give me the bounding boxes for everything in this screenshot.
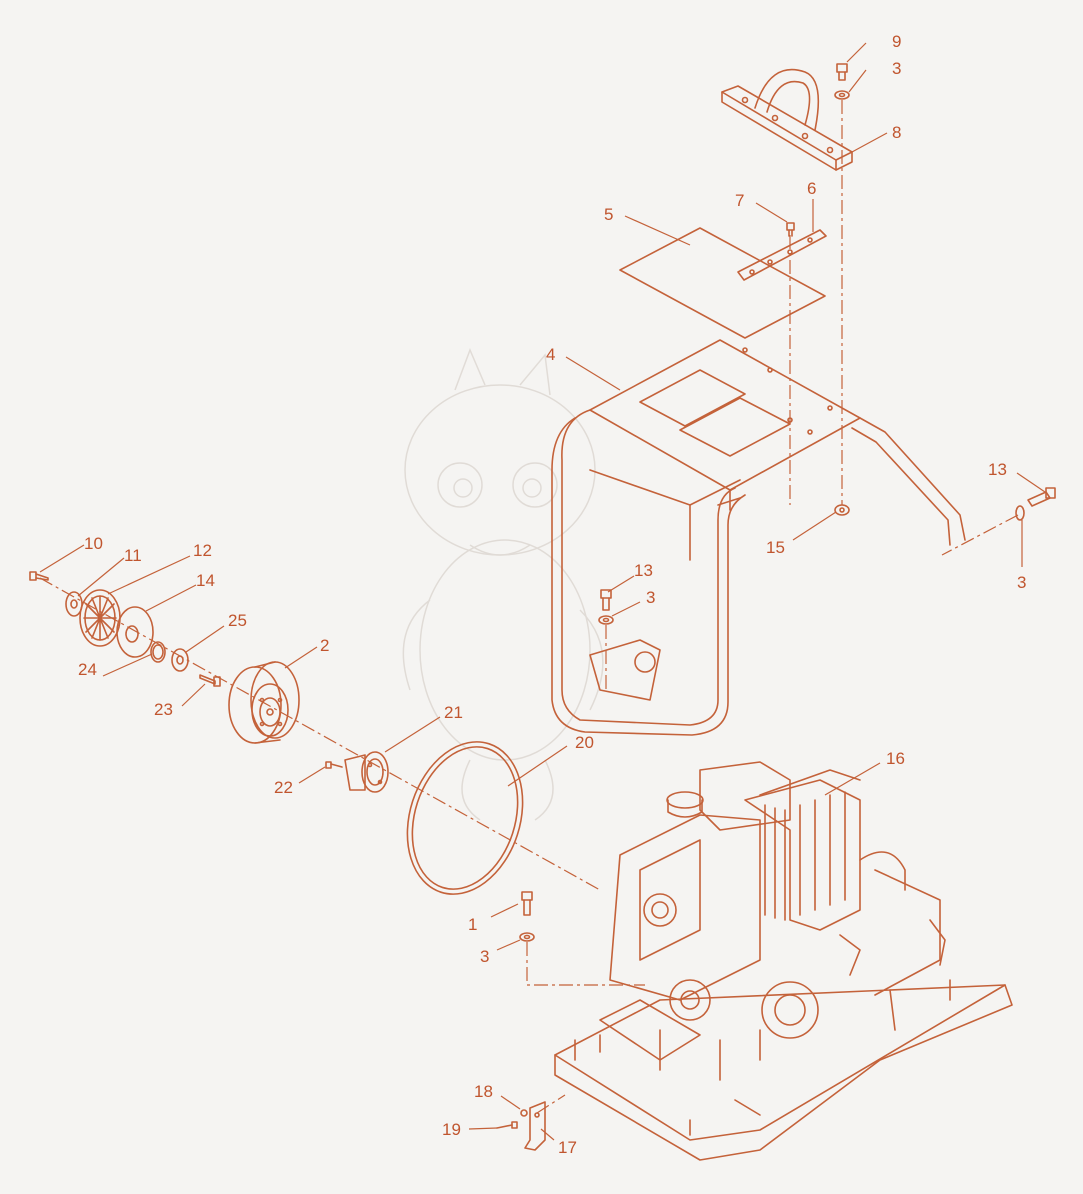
belt-20-part xyxy=(406,741,524,895)
callout-9: 9 xyxy=(892,32,901,51)
watermark-mascot xyxy=(402,347,604,821)
assembly-lines xyxy=(39,100,1019,1114)
nut-15-part xyxy=(834,504,850,516)
callout-19: 19 xyxy=(442,1120,461,1139)
callout-labels: 9 3 8 7 6 5 4 13 15 3 10 11 12 14 25 13 … xyxy=(78,32,1026,1157)
bolt-1-part xyxy=(521,891,533,916)
callout-11: 11 xyxy=(124,546,142,565)
washer-3c-part xyxy=(598,615,614,625)
screw-7-part xyxy=(786,222,795,237)
callout-4: 4 xyxy=(546,345,555,364)
callout-23: 23 xyxy=(154,700,173,719)
bolt-13a-part xyxy=(1027,487,1056,507)
callout-1: 1 xyxy=(468,915,477,934)
lifting-bracket-part xyxy=(721,68,853,171)
washer-3b-part xyxy=(1015,505,1025,521)
callout-20: 20 xyxy=(575,733,594,752)
plate-14-part xyxy=(116,606,154,658)
screw-19-part xyxy=(496,1121,518,1129)
fan-cover-12-part xyxy=(79,589,121,647)
callout-22: 22 xyxy=(274,778,293,797)
callout-14: 14 xyxy=(196,571,215,590)
mounting-strip-part xyxy=(737,229,827,281)
nut-18-part xyxy=(520,1109,528,1117)
callout-25: 25 xyxy=(228,611,247,630)
callout-13a: 13 xyxy=(988,460,1007,479)
bolt-13b-part xyxy=(600,589,612,611)
callout-3c: 3 xyxy=(646,588,655,607)
callout-2: 2 xyxy=(320,636,329,655)
parts xyxy=(29,63,1056,1161)
bolt-10-part xyxy=(29,571,49,581)
callout-3d: 3 xyxy=(480,947,489,966)
frame-part xyxy=(551,339,966,736)
callout-15: 15 xyxy=(766,538,785,557)
callout-12: 12 xyxy=(193,541,212,560)
callout-21: 21 xyxy=(444,703,463,722)
hub-21-part xyxy=(344,751,389,793)
ring-24-part xyxy=(150,641,166,663)
callout-3a: 3 xyxy=(892,59,901,78)
callout-17: 17 xyxy=(558,1138,577,1157)
callout-10: 10 xyxy=(84,534,103,553)
callout-6: 6 xyxy=(807,179,816,198)
engine-16-part xyxy=(554,761,1013,1161)
callout-16: 16 xyxy=(886,749,905,768)
washer-3d-part xyxy=(519,932,535,942)
callout-5: 5 xyxy=(604,205,613,224)
washer-3a-part xyxy=(834,90,850,100)
callout-7: 7 xyxy=(735,191,744,210)
callout-13b: 13 xyxy=(634,561,653,580)
callout-24: 24 xyxy=(78,660,97,679)
cover-plate-part xyxy=(619,227,826,339)
callout-18: 18 xyxy=(474,1082,493,1101)
leader-lines xyxy=(39,42,1046,1141)
callout-3b: 3 xyxy=(1017,573,1026,592)
screw-22-part xyxy=(325,761,343,769)
callout-8: 8 xyxy=(892,123,901,142)
bolt-9-part xyxy=(836,63,848,81)
